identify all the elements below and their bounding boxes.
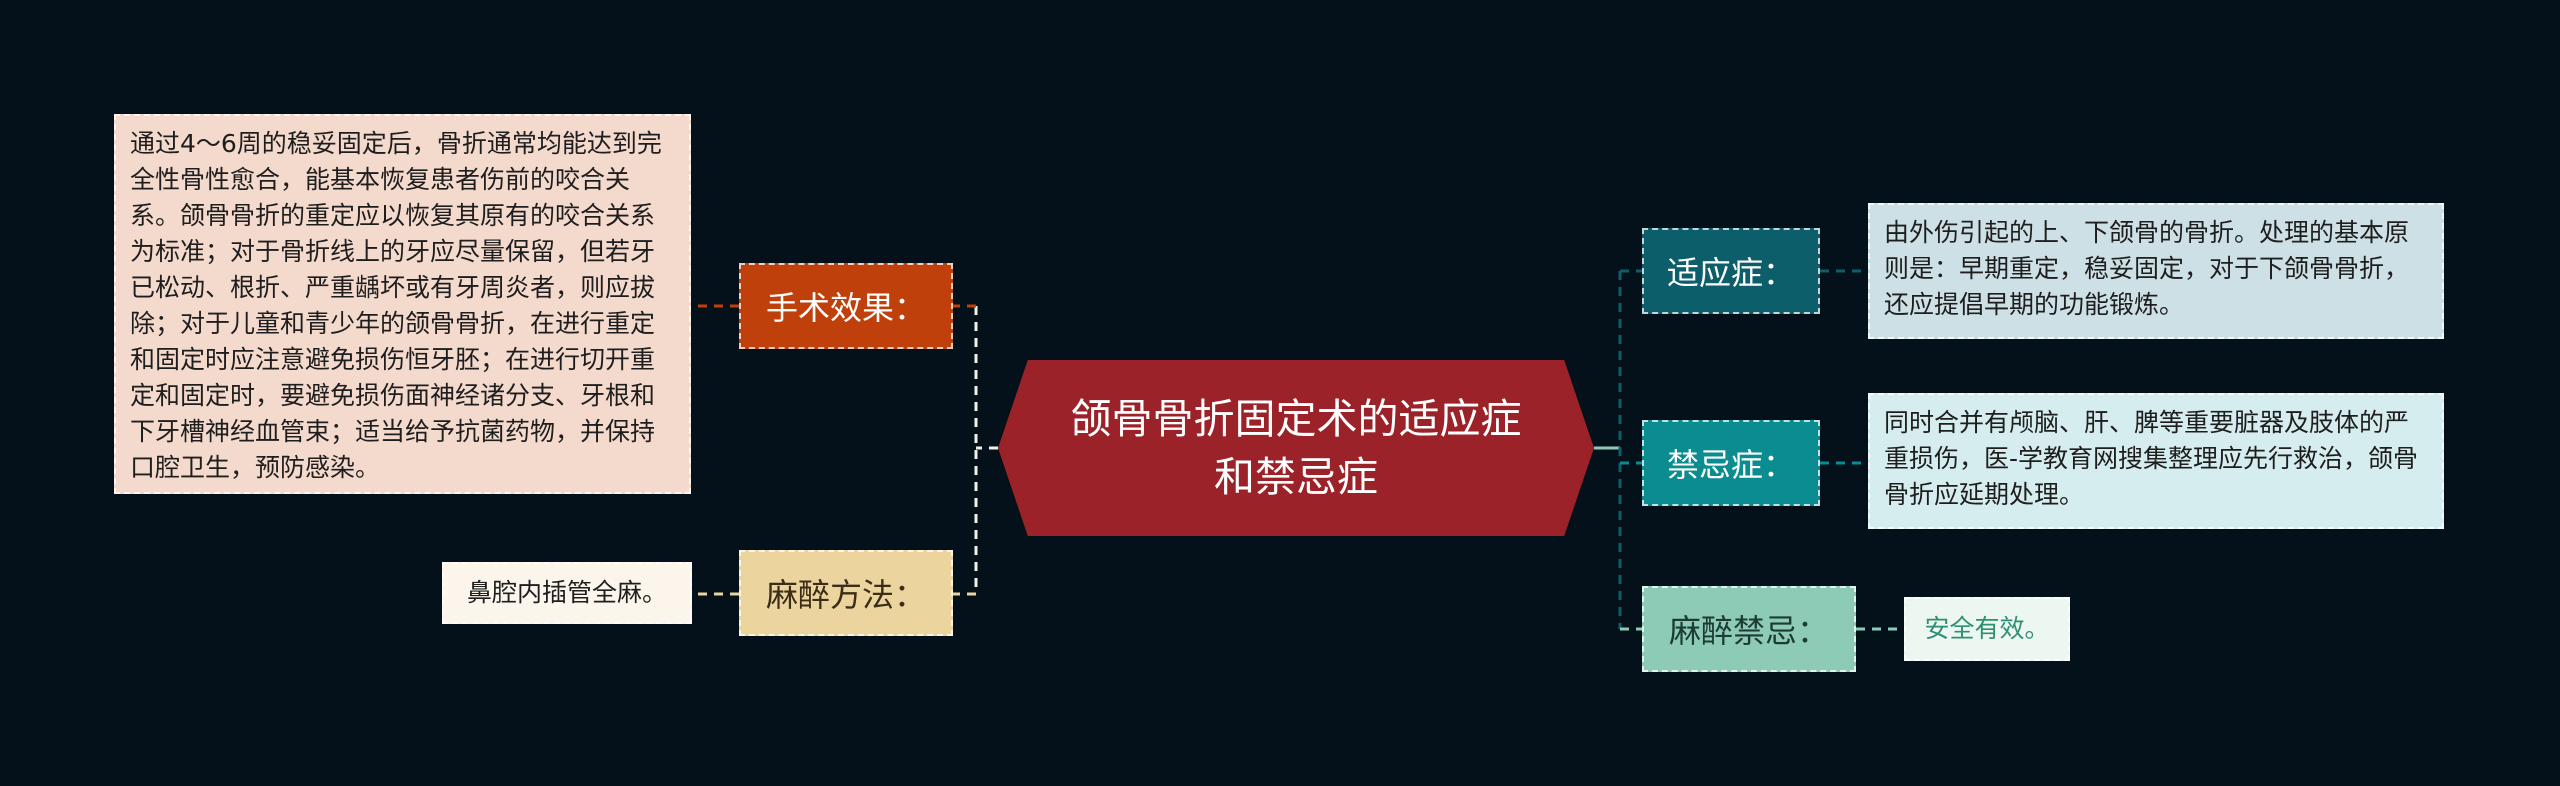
central-topic[interactable]: 颌骨骨折固定术的适应症 和禁忌症 <box>998 360 1594 536</box>
branch-surgery-effect-label: 手术效果： <box>765 289 926 327</box>
link-central-left-trunk <box>974 306 998 594</box>
branch-contraindication-label: 禁忌症： <box>1666 446 1795 484</box>
branch-indication[interactable]: 适应症： <box>1642 228 1820 314</box>
branch-anesthesia-method-label: 麻醉方法： <box>765 576 926 614</box>
central-title-line2: 和禁忌症 <box>1214 453 1378 501</box>
leaf-surgery-effect-text: 通过4～6周的稳妥固定后，骨折通常均能达到完全性骨性愈合，能基本恢复患者伤前的咬… <box>130 129 662 482</box>
branch-contraindication[interactable]: 禁忌症： <box>1642 420 1820 506</box>
branch-indication-label: 适应症： <box>1666 254 1795 292</box>
branch-surgery-effect[interactable]: 手术效果： <box>739 263 953 349</box>
leaf-contraindication[interactable]: 同时合并有颅脑、肝、脾等重要脏器及肢体的严重损伤，医-学教育网搜集整理应先行救治… <box>1868 393 2444 529</box>
branch-anesthesia-contraindication[interactable]: 麻醉禁忌： <box>1642 586 1856 672</box>
leaf-contraindication-text: 同时合并有颅脑、肝、脾等重要脏器及肢体的严重损伤，医-学教育网搜集整理应先行救治… <box>1884 408 2419 509</box>
leaf-anesthesia-contraindication-text: 安全有效。 <box>1924 614 2050 643</box>
leaf-anesthesia-method[interactable]: 鼻腔内插管全麻。 <box>442 562 692 624</box>
branch-anesthesia-method[interactable]: 麻醉方法： <box>739 550 953 636</box>
leaf-anesthesia-contraindication[interactable]: 安全有效。 <box>1904 597 2070 661</box>
branch-anesthesia-contraindication-label: 麻醉禁忌： <box>1668 612 1829 650</box>
leaf-indication-text: 由外伤引起的上、下颌骨的骨折。处理的基本原则是：早期重定，稳妥固定，对于下颌骨骨… <box>1884 218 2410 319</box>
leaf-indication[interactable]: 由外伤引起的上、下颌骨的骨折。处理的基本原则是：早期重定，稳妥固定，对于下颌骨骨… <box>1868 203 2444 339</box>
central-title-line1: 颌骨骨折固定术的适应症 <box>1070 395 1522 443</box>
leaf-surgery-effect[interactable]: 通过4～6周的稳妥固定后，骨折通常均能达到完全性骨性愈合，能基本恢复患者伤前的咬… <box>114 114 691 494</box>
leaf-anesthesia-method-text: 鼻腔内插管全麻。 <box>466 578 667 607</box>
